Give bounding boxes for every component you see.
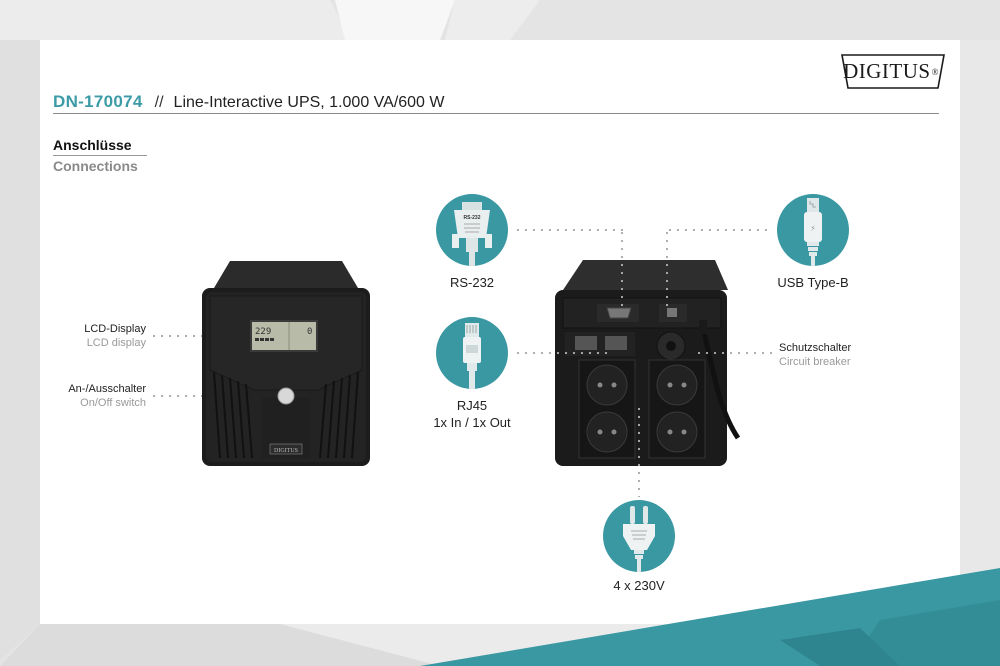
label-en: On/Off switch xyxy=(80,397,146,409)
lcd-display-label: LCD-Display LCD display xyxy=(56,322,146,350)
rs232-icon-text: RS-232 xyxy=(464,215,481,221)
label-de: An-/Ausschalter xyxy=(68,383,146,395)
product-title: Line-Interactive UPS, 1.000 VA/600 W xyxy=(173,94,445,111)
usb-type-b-label: USB Type-B xyxy=(777,275,849,290)
ups-front-view: 229 0 DIGITUS xyxy=(200,258,372,473)
product-sku: DN-170074 xyxy=(53,92,143,111)
title-separator: // xyxy=(154,94,164,111)
breaker-leader-h xyxy=(695,352,777,354)
rs232-leader-h xyxy=(514,229,624,231)
lcd-leader-line xyxy=(150,335,250,337)
rs232-label: RS-232 xyxy=(449,275,495,290)
digitus-logo: DIGITUS® xyxy=(841,54,945,89)
usb-leader-h xyxy=(666,229,772,231)
page-title: DN-170074 // Line-Interactive UPS, 1.000… xyxy=(53,92,445,112)
section-divider xyxy=(53,155,147,156)
brand-name: DIGITUS xyxy=(843,59,931,83)
label-de: Schutzschalter xyxy=(779,342,852,354)
power-leader-v xyxy=(638,405,640,497)
rj45-title: RJ45 xyxy=(456,398,488,413)
usb-type-b-icon: ⚡ xyxy=(777,194,849,266)
svg-text:⚡: ⚡ xyxy=(810,224,816,233)
registered-mark: ® xyxy=(931,66,939,77)
power-outlets-label: 4 x 230V xyxy=(613,578,665,593)
rj45-connector-icon xyxy=(436,317,508,389)
label-en: Circuit breaker xyxy=(779,356,851,368)
rs232-leader-v xyxy=(621,229,623,309)
lcd-voltage-readout: 229 xyxy=(255,327,271,337)
front-brand-badge: DIGITUS xyxy=(274,448,298,454)
section-title-de: Anschlüsse xyxy=(53,137,132,153)
lcd-load-readout: 0 xyxy=(307,327,312,337)
power-plug-icon xyxy=(603,500,675,572)
rj45-label: RJ45 1x In / 1x Out xyxy=(416,397,528,431)
rs232-connector-icon: RS-232 xyxy=(436,194,508,266)
section-title-en: Connections xyxy=(53,158,138,174)
ups-rear-view xyxy=(553,258,743,475)
title-divider xyxy=(53,113,939,114)
usb-leader-v xyxy=(666,229,668,307)
label-en: LCD display xyxy=(86,337,146,349)
circuit-breaker-label: Schutzschalter Circuit breaker xyxy=(779,341,879,369)
rj45-sublabel: 1x In / 1x Out xyxy=(433,415,511,430)
on-off-switch-label: An-/Ausschalter On/Off switch xyxy=(46,382,146,410)
rj45-leader-h xyxy=(514,352,610,354)
power-switch xyxy=(277,387,295,405)
label-de: LCD-Display xyxy=(84,323,146,335)
